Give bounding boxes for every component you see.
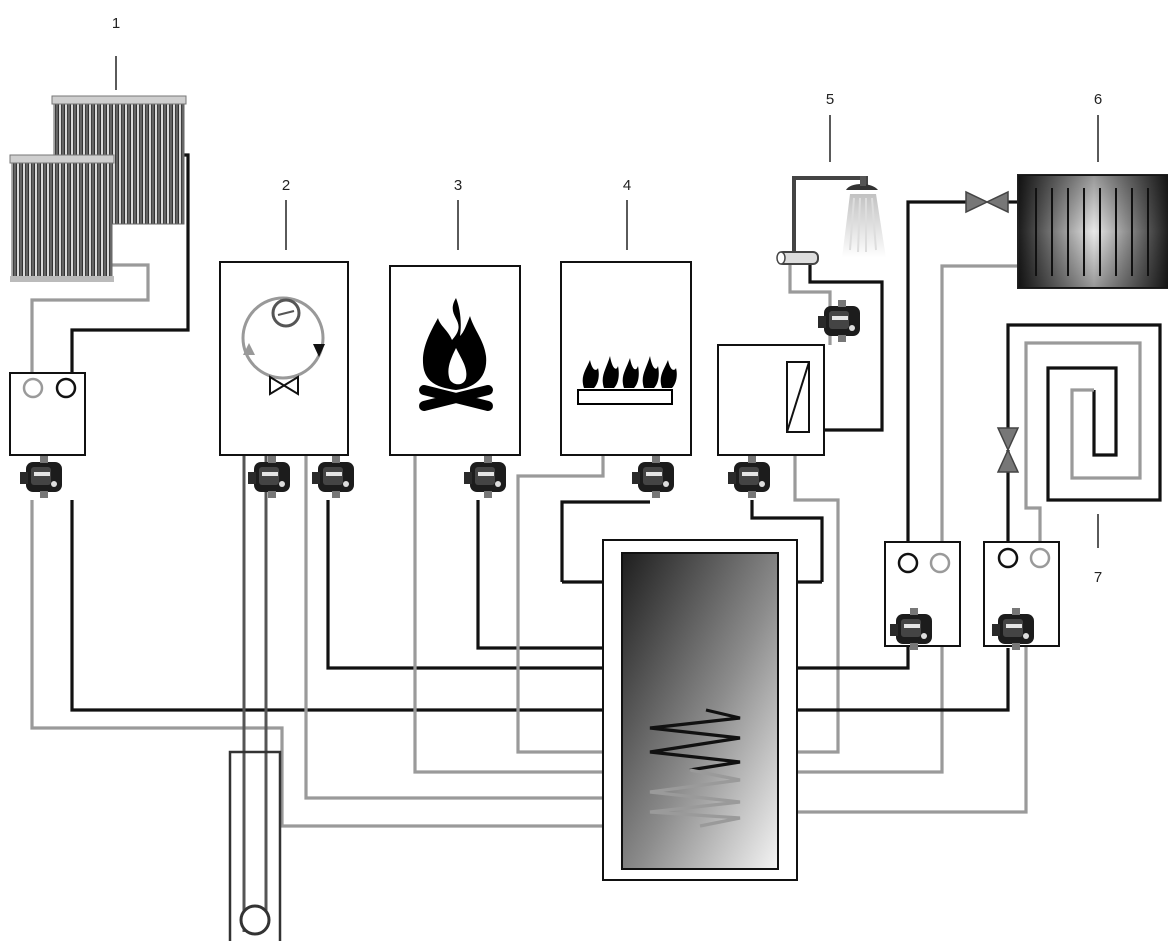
shower-mixer: [776, 251, 819, 265]
solid-fuel-boiler: [389, 265, 521, 456]
refrigerant-cycle-icon: [241, 296, 325, 396]
circulator-pump-icon: [728, 456, 770, 498]
gas-burner-icon: [577, 356, 677, 405]
ground-probe-icon: [228, 750, 282, 941]
circulator-pump-icon: [20, 456, 62, 498]
buffer-tank-icon: [602, 539, 798, 881]
circulator-pump-icon: [248, 456, 290, 498]
campfire-icon: [419, 298, 493, 411]
solar-station-box: [9, 372, 86, 456]
gas-boiler: [560, 261, 692, 456]
label-shower: 5: [826, 91, 834, 108]
heat-pump-unit: [219, 261, 349, 456]
circulator-pump-icon: [632, 456, 674, 498]
label-floor-heating: 7: [1094, 569, 1102, 586]
radiator-icon: [1017, 174, 1168, 289]
label-solid-fuel-boiler: 3: [454, 177, 462, 194]
label-heat-pump: 2: [282, 177, 290, 194]
shower-head-icon: [842, 176, 886, 258]
circulator-pump-icon: [818, 300, 860, 342]
circulator-pump-icon: [312, 456, 354, 498]
plate-heat-exchanger-icon: [786, 361, 810, 433]
heat-exchanger-box: [717, 344, 825, 456]
label-radiator: 6: [1094, 91, 1102, 108]
label-gas-boiler: 4: [623, 177, 631, 194]
valve-icon: [965, 190, 1009, 214]
label-collector: 1: [112, 15, 120, 32]
circulator-pump-icon: [464, 456, 506, 498]
valve-icon: [996, 427, 1020, 473]
callout-leaders: [115, 56, 1099, 548]
solar-tube-collector-icon: [9, 95, 187, 282]
